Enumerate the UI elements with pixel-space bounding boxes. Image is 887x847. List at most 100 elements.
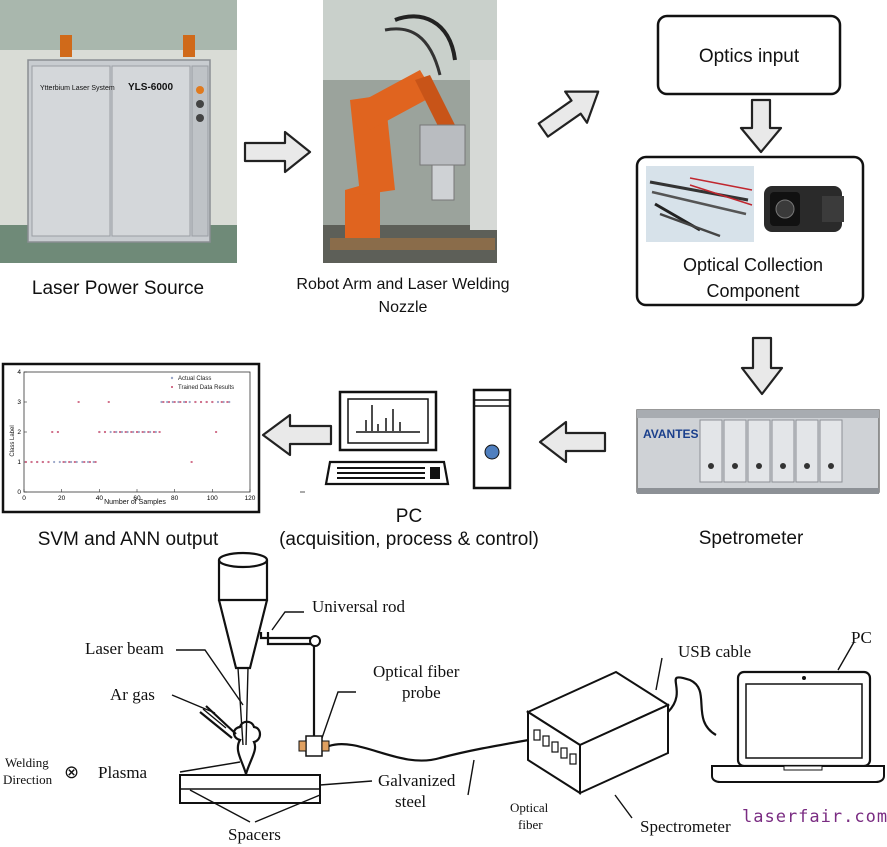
chart-point-actual: [188, 400, 191, 404]
label-optical-line2: fiber: [518, 817, 543, 832]
label-optical-line1: Optical: [510, 800, 549, 815]
usb-cable: [667, 676, 717, 736]
chart-point-trained: [47, 461, 50, 463]
spectrometer-brand: AVANTES: [643, 427, 699, 441]
chart-point-trained: [24, 461, 27, 463]
chart-point-actual: [171, 400, 174, 404]
chart-point-trained: [147, 431, 150, 433]
chart-x-tick-label: 0: [22, 495, 26, 502]
label-plasma: Plasma: [98, 763, 148, 782]
optical-fiber-photo: [646, 166, 754, 242]
chart-point-trained: [136, 431, 138, 433]
chart-point-actual: [126, 430, 129, 434]
chart-point-trained: [190, 461, 193, 463]
robot-label-line2: Nozzle: [379, 299, 428, 316]
chart-point-trained: [83, 461, 86, 463]
chart-point-trained: [130, 431, 133, 433]
chart-point-trained: [211, 401, 214, 403]
laser-cabinet-brand: Ytterbium Laser System: [40, 85, 115, 92]
welding-head: [217, 551, 269, 746]
chart-point-actual: [53, 460, 56, 464]
label-spacers: Spacers: [228, 825, 281, 844]
laser-cabinet-model: YLS-6000: [128, 82, 173, 93]
chart-point-actual: [222, 400, 225, 404]
chart-point-trained: [62, 461, 65, 463]
chart-point-actual: [154, 430, 157, 434]
arrow-laser-to-robot: [243, 130, 312, 174]
chart-point-actual: [58, 460, 61, 464]
arrow-spectrometer-to-pc: [538, 420, 607, 464]
chart-legend-marker: [170, 376, 174, 380]
chart-point-actual: [177, 400, 180, 404]
chart-y-tick-label: 4: [17, 369, 21, 376]
label-universal-rod: Universal rod: [312, 597, 406, 616]
svm-label: SVM and ANN output: [38, 529, 219, 550]
plasma-shape: [232, 720, 262, 778]
chart-point-trained: [173, 401, 176, 403]
pc-label-line2: (acquisition, process & control): [279, 529, 539, 550]
chart-point-actual: [132, 430, 135, 434]
chart-point-actual: [182, 400, 186, 404]
leader-lines: [171, 611, 855, 823]
chart-point-actual: [166, 400, 169, 404]
label-galvanized-line2: steel: [395, 792, 426, 811]
chart-point-trained: [73, 461, 76, 463]
arrow-collection-to-spectrometer: [740, 336, 784, 396]
chart-y-tick-label: 3: [17, 399, 21, 406]
robot-label-line1: Robot Arm and Laser Welding: [296, 276, 509, 293]
chart-point-actual: [115, 430, 118, 434]
optics-input-box: [656, 14, 842, 96]
label-galvanized-line1: Galvanized: [378, 771, 456, 790]
chart-point-trained: [36, 461, 39, 463]
chart-point-trained: [56, 431, 59, 433]
chart-point-trained: [158, 431, 161, 433]
chart-point-actual: [75, 460, 78, 464]
chart-point-trained: [94, 461, 97, 463]
chart-point-trained: [205, 401, 208, 403]
chart-point-actual: [92, 460, 95, 464]
chart-legend-label: Actual Class: [178, 376, 211, 382]
chart-y-tick-label: 2: [17, 429, 21, 436]
arrow-pc-to-svm: [261, 413, 333, 457]
laptop-icon: [711, 670, 885, 783]
pc-icon: [324, 388, 512, 490]
chart-point-actual: [228, 400, 231, 404]
chart-point-trained: [168, 401, 171, 403]
chart-point-actual: [149, 430, 152, 434]
chart-point-trained: [152, 431, 155, 433]
chart-point-trained: [179, 401, 182, 403]
chart-ylabel: Class Label: [10, 425, 16, 456]
robot-arm-photo: [323, 0, 497, 263]
chart-x-tick-label: 20: [58, 495, 66, 502]
chart-legend-marker: [171, 386, 173, 388]
galvanized-steel: [179, 774, 321, 804]
chart-legend-label: Trained Data Results: [178, 385, 234, 391]
chart-point-trained: [30, 461, 33, 463]
chart-point-trained: [51, 431, 54, 433]
label-laser-beam: Laser beam: [85, 639, 164, 658]
spectrometer-box: [525, 670, 671, 795]
chart-x-tick-label: 80: [171, 495, 179, 502]
ar-gas-nozzle: [199, 705, 237, 739]
chart-point-trained: [162, 401, 165, 403]
chart-x-tick-label: 60: [133, 495, 141, 502]
chart-point-actual: [64, 460, 67, 464]
chart-point-trained: [124, 431, 127, 433]
universal-rod: [259, 632, 321, 742]
chart-point-trained: [98, 431, 101, 433]
label-fiber-probe-line1: Optical fiber: [373, 662, 460, 681]
chart-point-trained: [200, 401, 203, 403]
chart-point-trained: [220, 401, 223, 403]
label-welding-line2: Direction: [3, 772, 53, 787]
chart-point-trained: [107, 401, 110, 403]
chart-point-trained: [226, 401, 229, 403]
chart-point-trained: [77, 401, 80, 403]
label-spectrometer: Spectrometer: [640, 817, 731, 836]
chart-x-tick-label: 120: [245, 495, 256, 502]
chart-point-actual: [120, 430, 124, 434]
label-fiber-probe-line2: probe: [402, 683, 441, 702]
chart-xlabel: Number of Samples: [104, 499, 166, 506]
chart-point-actual: [143, 430, 146, 434]
chart-point-actual: [137, 430, 140, 434]
